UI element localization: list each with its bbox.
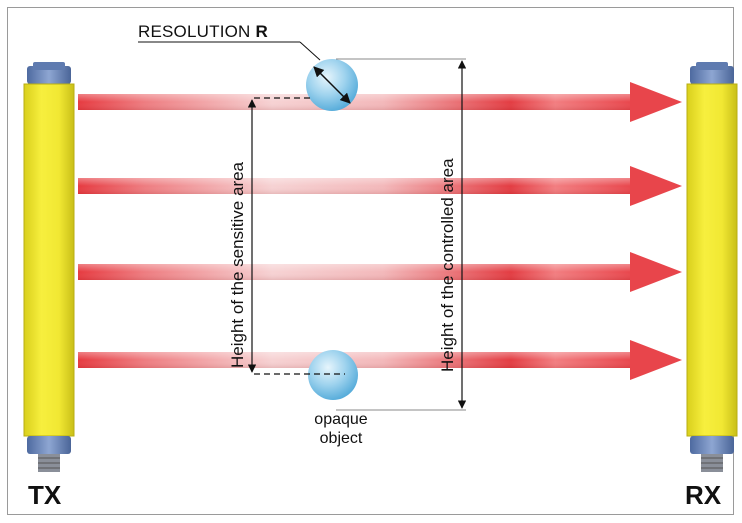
rx-receiver-bar [686,62,738,472]
resolution-label-text: RESOLUTION [138,22,256,41]
tx-label: TX [28,480,62,510]
beam-3 [78,252,682,292]
opaque-object-label-line2: object [319,430,363,447]
sensitive-area-label: Height of the sensitive area [228,161,247,368]
beam-2 [78,166,682,206]
controlled-area-label: Height of the controlled area [438,158,457,372]
opaque-object-label-line1: opaque [314,411,368,428]
resolution-symbol: R [255,22,268,41]
resolution-label: RESOLUTION R [138,22,268,42]
beam-1 [78,82,682,122]
opaque-object-label: opaque object [307,410,375,448]
controlled-area-dimension [336,58,467,411]
opaque-object [308,350,358,400]
resolution-leader [138,41,321,61]
tx-emitter-bar [23,62,75,472]
resolution-object [306,59,358,111]
rx-label: RX [685,480,722,510]
sensitive-area-dimension [247,97,345,375]
diagram-frame [7,7,734,515]
beam-4 [78,340,682,380]
